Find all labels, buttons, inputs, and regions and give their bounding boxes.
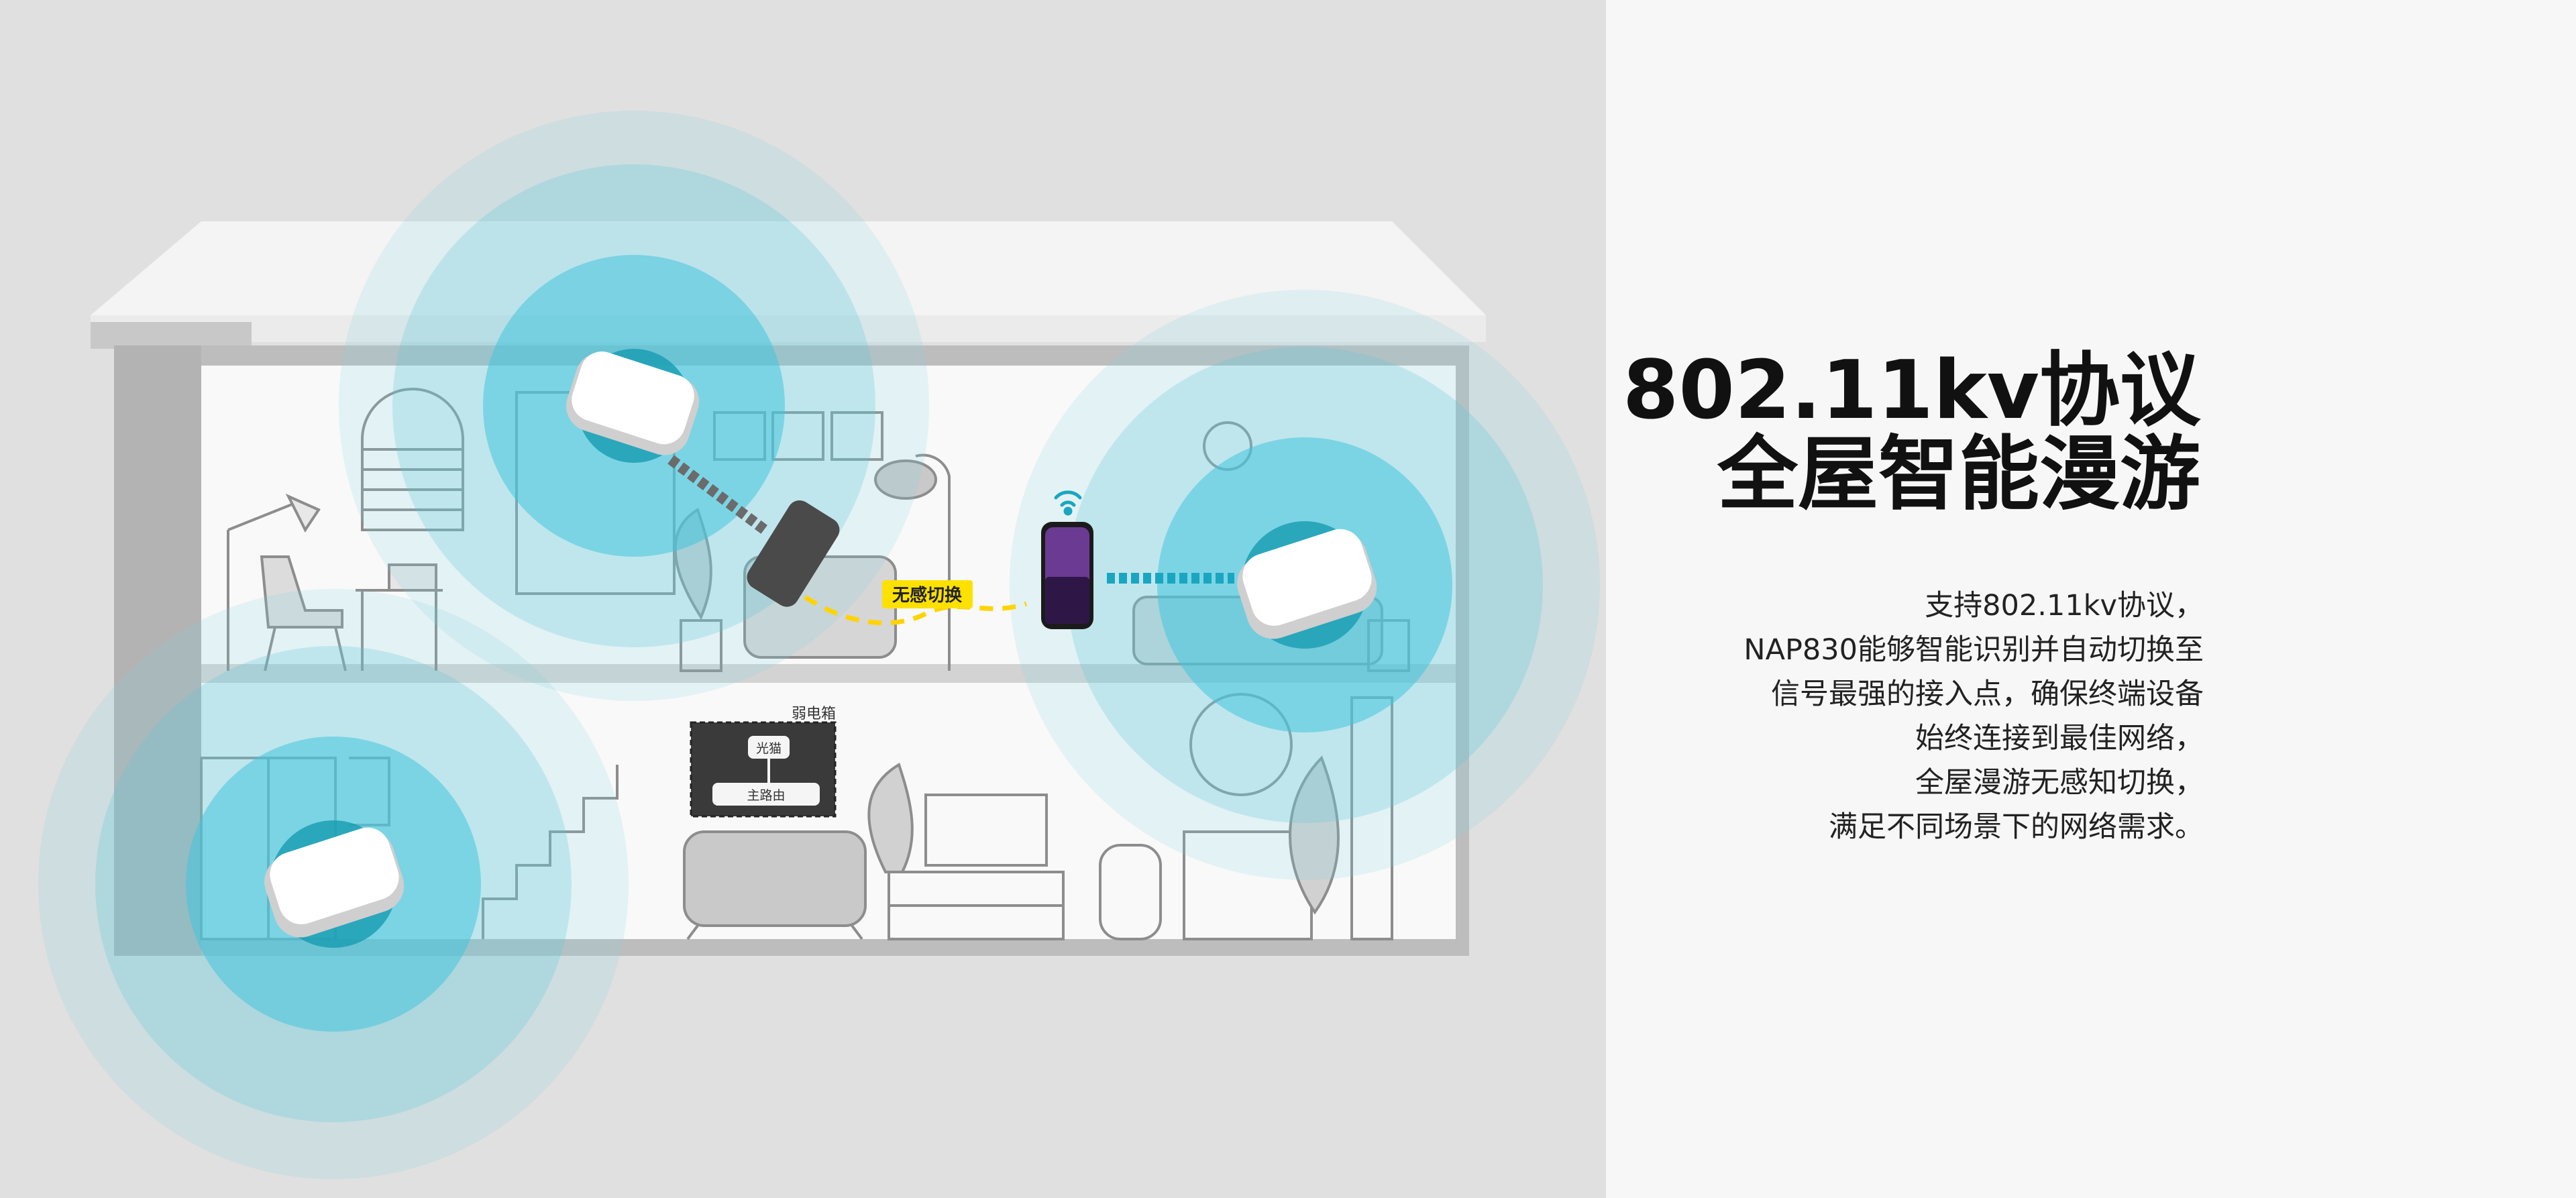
house-roaming-illustration: 弱电箱 光猫 主路由 [0,0,1606,1198]
roaming-badge: 无感切换 [882,580,973,608]
roaming-badge-label: 无感切换 [892,586,963,606]
lower-floor-furniture [200,693,1393,940]
phone-active [1041,522,1093,629]
access-point-top-left [566,351,700,455]
roaming-path [804,595,1028,626]
description-line: 信号最强的接入点，确保终端设备 [1771,677,2204,711]
description-line: 全屋漫游无感知切换， [1915,766,2204,800]
description-line: 满足不同场景下的网络需求。 [1829,810,2204,844]
feature-title: 802.11kv协议 全屋智能漫游 [1623,349,2200,516]
house-roof [91,221,1486,349]
description-line: 始终连接到最佳网络， [1915,722,2204,755]
phone-faded [747,500,840,607]
router-label: 主路由 [747,788,785,803]
house-scene: 弱电箱 光猫 主路由 [38,111,1600,1179]
weak-current-cabinet: 弱电箱 光猫 主路由 [690,706,837,818]
feature-title-line1: 802.11kv协议 [1622,344,2200,437]
access-point-right [1237,529,1377,639]
modem-label: 光猫 [756,741,782,756]
description-line: 支持802.11kv协议， [1925,589,2204,622]
feature-description: 支持802.11kv协议， NAP830能够智能识别并自动切换至 信号最强的接入… [1743,584,2204,849]
cabinet-label: 弱电箱 [792,706,836,722]
feature-title-line2: 全屋智能漫游 [1717,428,2200,521]
wifi-icon [1054,490,1082,516]
access-point-bottom-left [264,827,405,938]
weak-link-to-ap [667,455,768,535]
description-line: NAP830能够智能识别并自动切换至 [1743,633,2204,667]
feature-text-panel [1606,0,2576,1198]
